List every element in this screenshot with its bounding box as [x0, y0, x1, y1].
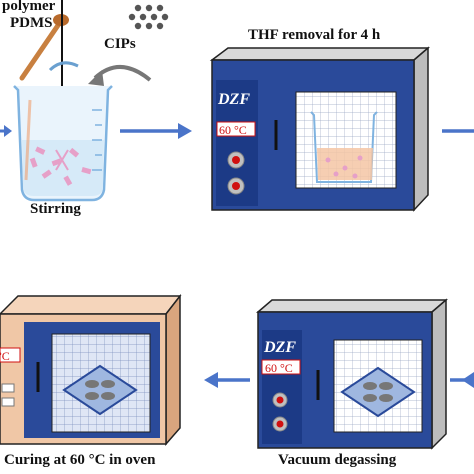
stirring-step — [13, 0, 169, 202]
oven-degas-temperature: 60 °C — [265, 361, 293, 375]
oven-curing-temperature: 60 °C — [0, 349, 10, 363]
oven-curing — [0, 293, 182, 446]
rotation-icon — [48, 61, 79, 72]
label-pdms: PDMS — [10, 15, 53, 31]
label-stirring: Stirring — [30, 201, 81, 217]
label-cips: CIPs — [104, 36, 136, 52]
oven-degas-brand: DZF — [263, 339, 296, 356]
label-polymer: polymer — [2, 0, 56, 14]
pour-arrow-icon — [93, 65, 152, 82]
label-thf-removal: THF removal for 4 h — [248, 27, 381, 43]
beaker-icon — [13, 85, 113, 202]
oven-thf-temperature: 60 °C — [219, 123, 247, 137]
label-vacuum-degassing: Vacuum degassing — [278, 452, 397, 468]
cips-particles-icon — [128, 4, 169, 30]
oven-vacuum-degassing — [255, 298, 449, 450]
label-curing: Curing at 60 °C in oven — [4, 452, 156, 468]
oven-thf-brand: DZF — [217, 91, 250, 108]
oven-thf-removal — [209, 46, 431, 212]
